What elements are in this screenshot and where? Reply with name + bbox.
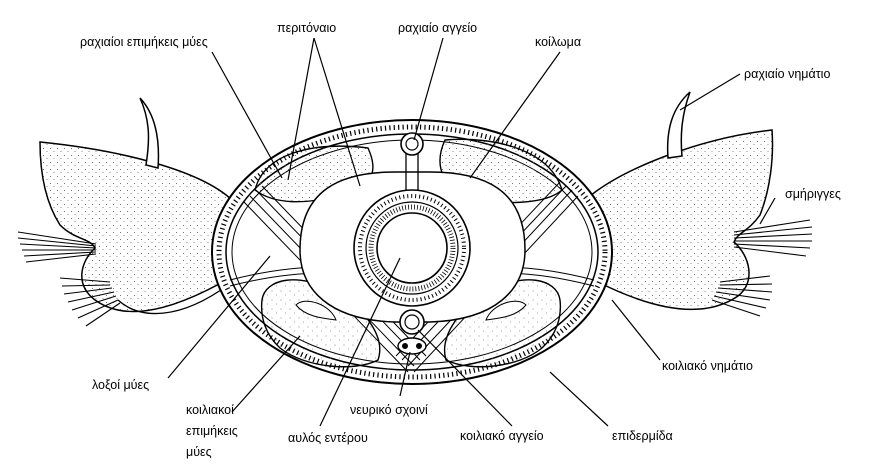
label-ventral-longitudinal-muscles-3: μύες [186, 445, 212, 459]
label-ventral-cirrus: κοιλιακό νημάτιο [662, 359, 753, 373]
dorsal-mesentery [405, 152, 419, 196]
label-ventral-vessel: κοιλιακό αγγείο [460, 429, 544, 443]
epidermis-ring [216, 124, 608, 380]
label-chaetae: σμήριγγες [785, 187, 841, 201]
dorsal-vessel [400, 132, 424, 156]
left-parapodium [17, 97, 233, 327]
left-chaetae-lower [59, 277, 121, 327]
label-dorsal-longitudinal-muscles: ραχιαίοι επιμήκεις μύες [80, 35, 208, 49]
label-gut: αυλός εντέρου [288, 431, 368, 445]
label-dorsal-cirrus: ραχιαίο νημάτιο [744, 67, 831, 81]
label-ventral-longitudinal-muscles-1: κοιλιακοί [186, 403, 234, 417]
label-epidermis: επιδερμίδα [612, 429, 673, 443]
label-peritoneum: περιτόναιο [277, 21, 337, 35]
nerve-cord [397, 337, 427, 355]
label-oblique-muscles: λοξοί μύες [92, 378, 150, 392]
label-dorsal-vessel: ραχιαίο αγγείο [398, 21, 478, 35]
ventral-vessel [399, 309, 425, 335]
label-coelom: κοίλωμα [535, 35, 582, 49]
label-ventral-longitudinal-muscles-2: επιμήκεις [186, 424, 238, 438]
left-chaetae-upper [17, 231, 97, 263]
right-chaetae-upper [733, 219, 813, 257]
ventral-longitudinal-muscles [260, 279, 562, 368]
label-nerve-cord: νευρικό σχοινί [350, 403, 428, 417]
right-parapodium [589, 91, 813, 317]
right-chaetae-lower [711, 275, 773, 317]
left-dorsal-cirrus [139, 97, 160, 169]
left-ventral-lobe [117, 284, 229, 315]
leader-lines [167, 37, 776, 427]
right-dorsal-cirrus [666, 91, 691, 159]
gut [353, 189, 471, 307]
